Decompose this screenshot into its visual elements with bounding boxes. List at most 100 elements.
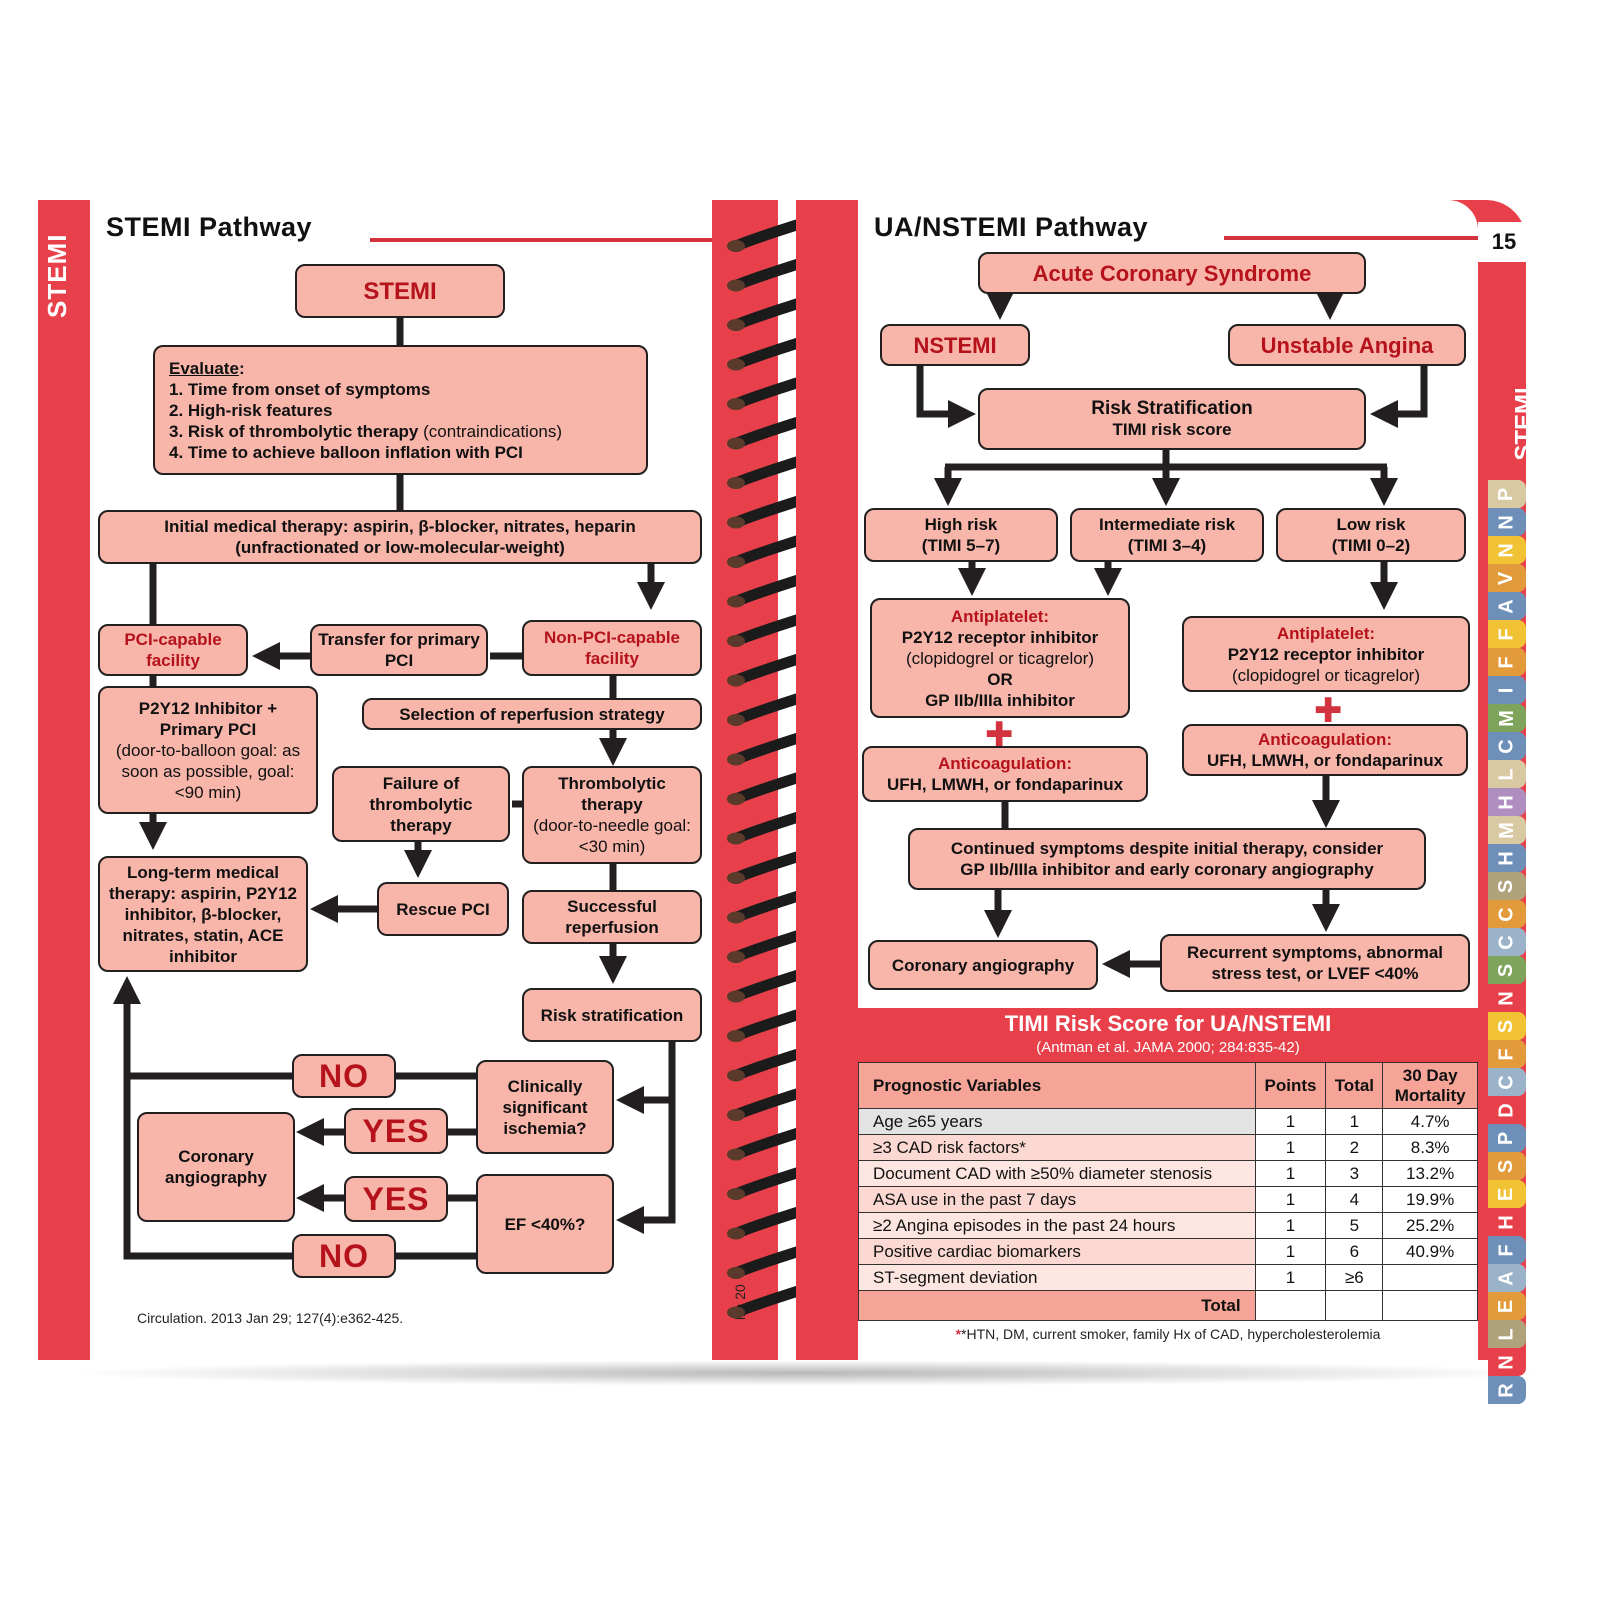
side-tab-20[interactable]: S (1488, 1012, 1526, 1040)
timi-cell: 4.7% (1382, 1108, 1478, 1135)
side-tab-9[interactable]: M (1488, 704, 1526, 732)
timi-cell: ST-segment deviation (858, 1264, 1256, 1291)
side-tab-label: M (1495, 822, 1518, 839)
timi-cell: 1 (1254, 1238, 1327, 1265)
side-tab-30[interactable]: E (1488, 1292, 1526, 1320)
side-tab-label: N (1495, 991, 1518, 1006)
side-tab-14[interactable]: H (1488, 844, 1526, 872)
high-risk-node: High risk(TIMI 5–7) (864, 508, 1058, 562)
spiral-hole (727, 477, 745, 489)
side-tab-26[interactable]: E (1488, 1180, 1526, 1208)
side-tab-label: S (1495, 1019, 1518, 1034)
side-tab-label: STEMI (1510, 387, 1538, 461)
side-tab-6[interactable]: F (1488, 620, 1526, 648)
side-tab-23[interactable]: D (1488, 1096, 1526, 1124)
failure-node: Failure of thrombolytic therapy (332, 766, 510, 842)
spiral-hole (727, 1148, 745, 1161)
timi-cell: 1 (1254, 1186, 1327, 1213)
side-tab-12[interactable]: H (1488, 788, 1526, 816)
side-tab-21[interactable]: F (1488, 1040, 1526, 1068)
side-tab-15[interactable]: S (1488, 872, 1526, 900)
timi-cell: ≥3 CAD risk factors* (858, 1134, 1256, 1161)
side-tab-4[interactable]: V (1488, 564, 1526, 592)
recurrent-symptoms-node: Recurrent symptoms, abnormal stress test… (1160, 934, 1470, 992)
side-tab-31[interactable]: L (1488, 1320, 1526, 1348)
timi-footnote: **HTN, DM, current smoker, family Hx of … (955, 1326, 1381, 1342)
timi-cell: 2 (1325, 1134, 1384, 1161)
left-header-rule (370, 238, 712, 242)
side-tab-label: I (1495, 687, 1518, 694)
timi-cell: 19.9% (1382, 1186, 1478, 1213)
side-tab-25[interactable]: S (1488, 1152, 1526, 1180)
side-tab-18[interactable]: S (1488, 956, 1526, 984)
continued-symptoms-node: Continued symptoms despite initial thera… (908, 828, 1426, 890)
low-risk-node: Low risk(TIMI 0–2) (1276, 508, 1466, 562)
spiral-hole (727, 872, 745, 884)
side-tab-33[interactable]: R (1488, 1376, 1526, 1404)
side-tab-29[interactable]: A (1488, 1264, 1526, 1292)
side-tab-label: F (1495, 628, 1518, 641)
timi-cell (1382, 1264, 1478, 1291)
side-tab-label: H (1495, 851, 1518, 866)
spiral-hole (727, 1109, 745, 1121)
side-tab-3[interactable]: N (1488, 536, 1526, 564)
side-tab-22[interactable]: C (1488, 1068, 1526, 1096)
spiral-hole (727, 1306, 745, 1319)
spiral-hole (727, 437, 745, 450)
timi-cell: 25.2% (1382, 1212, 1478, 1239)
side-tab-2[interactable]: N (1488, 508, 1526, 536)
evaluate-item-3: 3. Risk of thrombolytic therapy (contrai… (169, 421, 563, 441)
side-tab-label: C (1495, 935, 1518, 950)
side-tab-28[interactable]: F (1488, 1236, 1526, 1264)
evaluate-item-1: 1. Time from onset of symptoms (169, 379, 431, 399)
timi-total-row: Total (858, 1290, 1478, 1321)
side-tab-8[interactable]: I (1488, 676, 1526, 704)
side-tab-label: A (1495, 1271, 1518, 1286)
pci-capable-node: PCI-capable facility (98, 624, 248, 676)
side-tab-32[interactable]: N (1488, 1348, 1526, 1376)
side-tab-1[interactable]: P (1488, 480, 1526, 508)
side-tab-label: S (1495, 963, 1518, 978)
timi-col-header: Total (1325, 1062, 1384, 1109)
side-tab-16[interactable]: C (1488, 900, 1526, 928)
side-tab-17[interactable]: C (1488, 928, 1526, 956)
side-tab-10[interactable]: C (1488, 732, 1526, 760)
timi-cell: 3 (1325, 1160, 1384, 1187)
side-tab-7[interactable]: F (1488, 648, 1526, 676)
no-label-1: NO (292, 1054, 396, 1098)
side-tab-label: V (1495, 571, 1518, 586)
rescue-pci-node: Rescue PCI (377, 882, 509, 936)
side-tab-0[interactable]: STEMI (1488, 370, 1538, 480)
yes-label-1: YES (344, 1108, 448, 1154)
side-tab-label: E (1495, 1299, 1518, 1314)
timi-table: Prognostic Variables Points Total 30 Day… (858, 1062, 1478, 1321)
timi-source: (Antman et al. JAMA 2000; 284:835-42) (1036, 1039, 1300, 1056)
timi-cell: 6 (1325, 1238, 1384, 1265)
ischemia-node: Clinically significant ischemia? (476, 1060, 614, 1154)
nstemi-node: NSTEMI (880, 324, 1030, 366)
side-tab-27[interactable]: H (1488, 1208, 1526, 1236)
anticoag-a-node: Anticoagulation: UFH, LMWH, or fondapari… (862, 746, 1148, 802)
left-citation: Circulation. 2013 Jan 29; 127(4):e362-42… (137, 1310, 404, 1326)
timi-cell: Positive cardiac biomarkers (858, 1238, 1256, 1265)
timi-col-header: Points (1254, 1062, 1327, 1109)
timi-cell: 1 (1254, 1264, 1327, 1291)
timi-cell: 1 (1254, 1134, 1327, 1161)
side-tab-label: R (1495, 1383, 1518, 1398)
timi-col-header: 30 Day Mortality (1382, 1062, 1478, 1109)
side-tab-11[interactable]: L (1488, 760, 1526, 788)
side-tab-24[interactable]: P (1488, 1124, 1526, 1152)
spiral-hole (727, 358, 745, 371)
side-tab-5[interactable]: A (1488, 592, 1526, 620)
anticoag-b-node: Anticoagulation: UFH, LMWH, or fondapari… (1182, 724, 1468, 776)
stemi-node: STEMI (295, 264, 505, 318)
side-tab-13[interactable]: M (1488, 816, 1526, 844)
timi-title: TIMI Risk Score for UA/NSTEMI (1004, 1011, 1332, 1036)
side-tab-19[interactable]: N (1488, 984, 1526, 1012)
timi-col-header: Prognostic Variables (858, 1062, 1256, 1109)
successful-reperfusion-node: Successful reperfusion (522, 890, 702, 944)
p2y12-pci-node: P2Y12 Inhibitor + Primary PCI (door-to-b… (98, 686, 318, 814)
